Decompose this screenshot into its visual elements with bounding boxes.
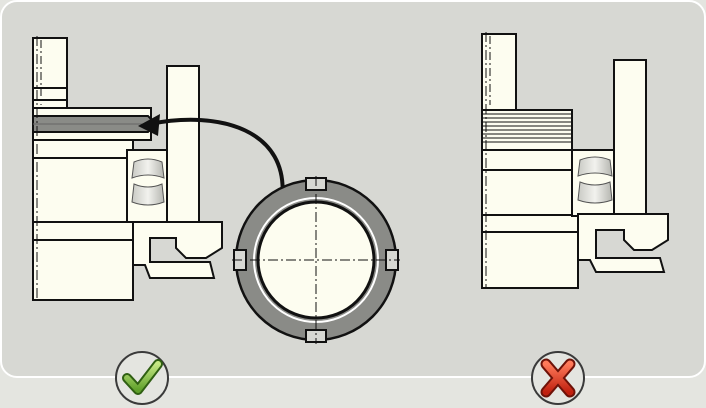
lock-nut bbox=[32, 107, 158, 141]
bearing-housing-right bbox=[577, 213, 669, 273]
cross-mark-icon bbox=[531, 351, 585, 405]
exposed-thread bbox=[481, 109, 573, 151]
left-assembly bbox=[32, 36, 223, 301]
install-arrow bbox=[138, 114, 285, 201]
slotted-lock-nut bbox=[232, 176, 400, 344]
shaft bbox=[32, 37, 68, 111]
shaft-body bbox=[32, 139, 134, 301]
right-assembly bbox=[481, 32, 669, 289]
housing-post bbox=[166, 65, 200, 225]
check-mark-icon bbox=[115, 351, 169, 405]
bearing-housing bbox=[132, 221, 223, 279]
